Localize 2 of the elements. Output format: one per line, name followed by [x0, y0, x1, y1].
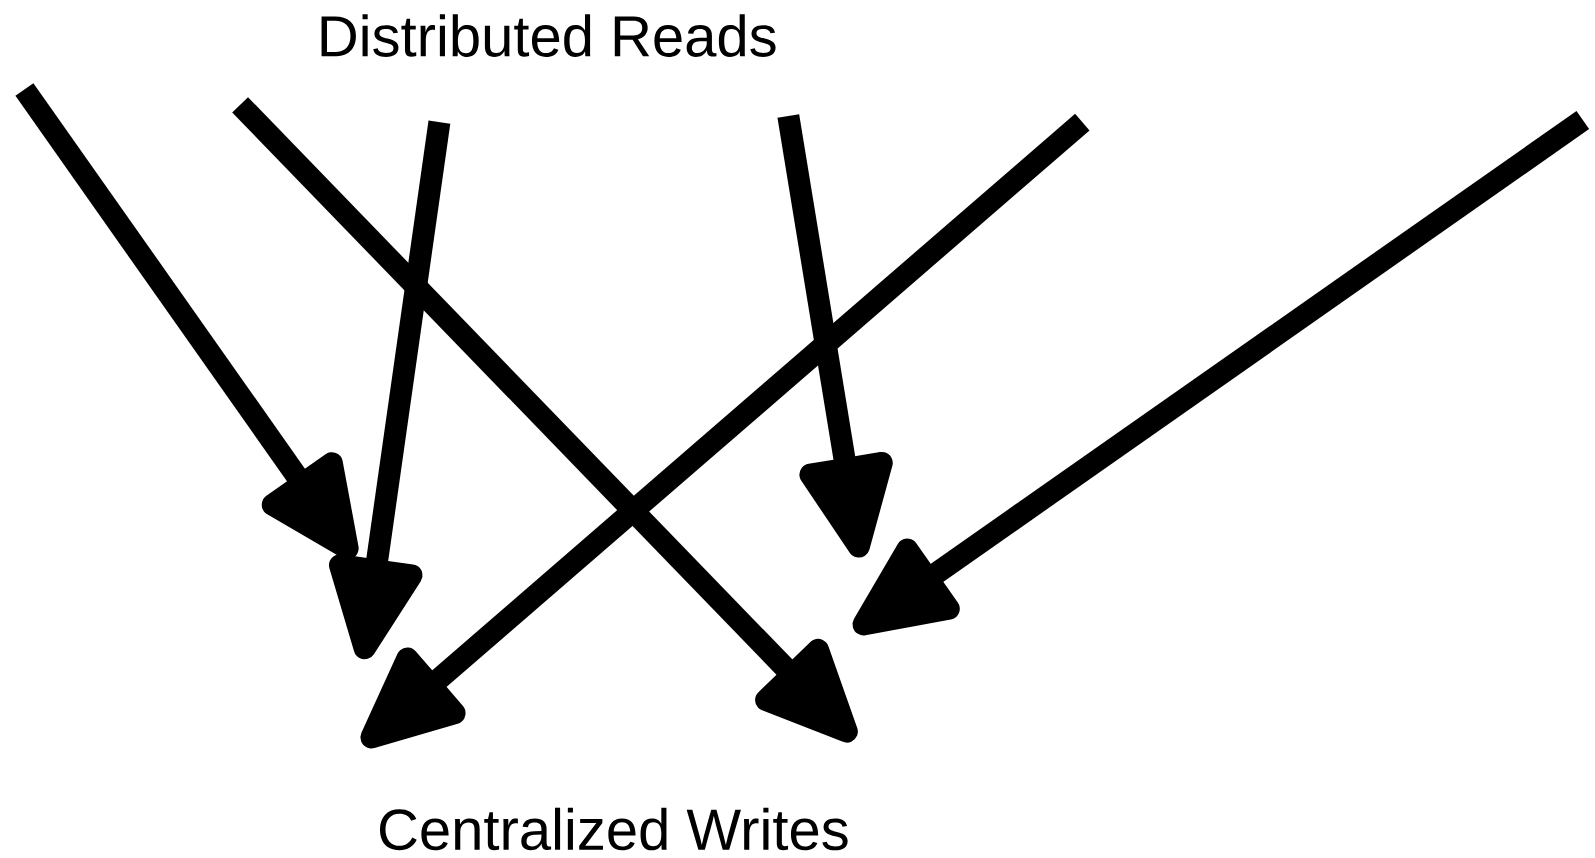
heading: Distributed Reads — [321, 14, 776, 57]
heading: Centralized Writes — [380, 807, 848, 851]
